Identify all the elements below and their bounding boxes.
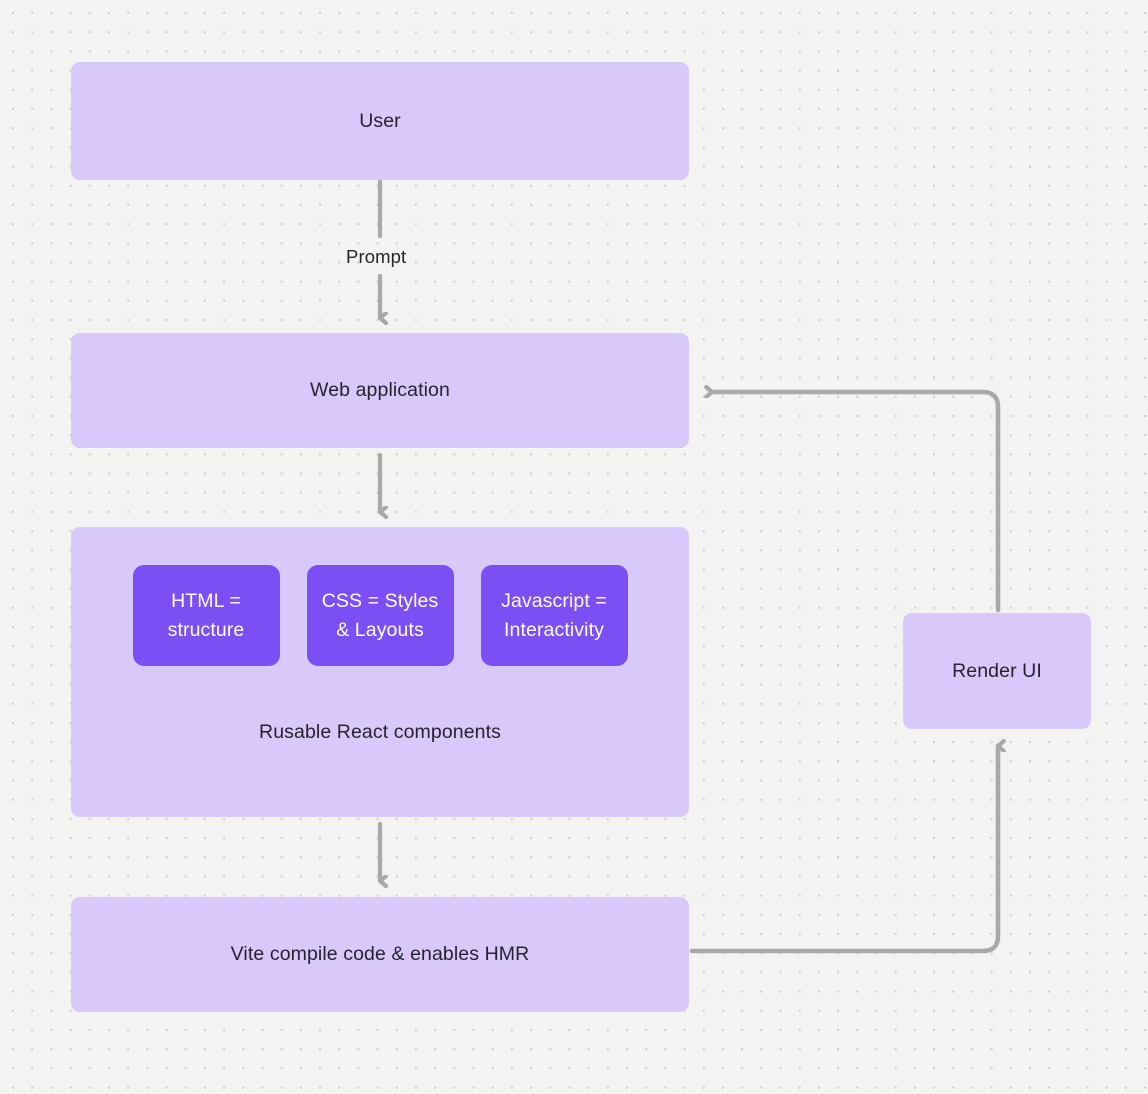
chip-row: HTML = structure CSS = Styles & Layouts … — [71, 565, 689, 666]
node-user-label: User — [359, 109, 401, 132]
node-user[interactable]: User — [71, 62, 689, 180]
chip-html-label: HTML = structure — [167, 590, 245, 641]
node-web-application[interactable]: Web application — [71, 333, 689, 448]
chip-javascript[interactable]: Javascript = Interactivity — [480, 565, 628, 666]
edge-render-ui-to-web-application — [712, 392, 1001, 613]
node-render-ui[interactable]: Render UI — [903, 613, 1091, 729]
node-components-group[interactable]: HTML = structure CSS = Styles & Layouts … — [71, 527, 689, 817]
chip-javascript-label: Javascript = Interactivity — [501, 590, 607, 641]
chip-css[interactable]: CSS = Styles & Layouts — [306, 565, 454, 666]
node-render-ui-label: Render UI — [952, 659, 1042, 682]
components-group-caption: Rusable React components — [259, 721, 501, 743]
node-vite-label: Vite compile code & enables HMR — [230, 943, 530, 966]
chip-css-label: CSS = Styles & Layouts — [321, 590, 439, 641]
node-web-application-label: Web application — [310, 379, 450, 402]
edge-vite-to-render-ui — [689, 746, 998, 954]
node-vite[interactable]: Vite compile code & enables HMR — [71, 897, 689, 1012]
edge-label-prompt: Prompt — [346, 246, 407, 267]
chip-html[interactable]: HTML = structure — [132, 565, 280, 666]
